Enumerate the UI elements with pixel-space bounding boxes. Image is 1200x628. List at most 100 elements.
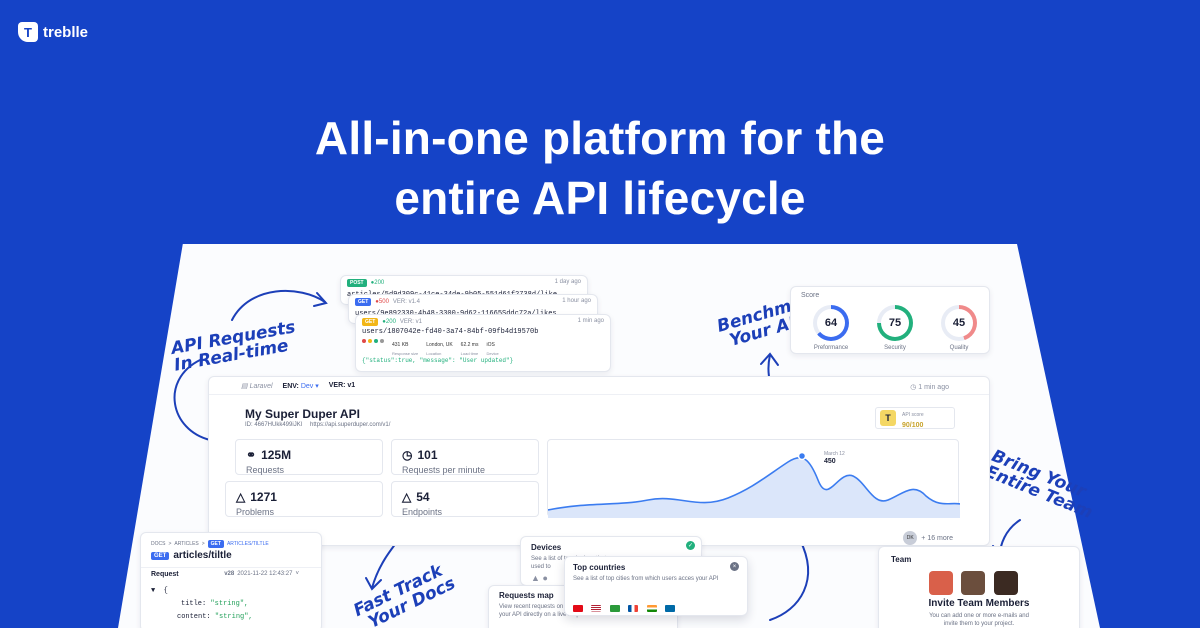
- india-flag-icon: [646, 605, 657, 612]
- score-performance-ring: 64: [813, 305, 849, 341]
- team-avatars[interactable]: DK + 16 more: [903, 531, 953, 545]
- score-quality-label: Quality: [949, 345, 969, 351]
- request-1-time: 1 day ago: [554, 279, 581, 285]
- api-url[interactable]: https://api.superduper.com/v1/: [310, 422, 391, 428]
- brazil-flag-icon: [609, 605, 620, 612]
- docs-title: GET articles/tiltle: [151, 550, 232, 561]
- arrow-realtime-top-head: [313, 292, 328, 307]
- docs-crumb-3[interactable]: ARTICLES/TILTLE: [226, 541, 269, 547]
- chart-tooltip: March 12 450: [824, 450, 845, 466]
- request-3-size: 431 KB Response size: [392, 339, 418, 357]
- stat-endpoints[interactable]: △54 Endpoints: [391, 481, 539, 517]
- collapse-icon[interactable]: ▼: [151, 587, 156, 595]
- arrow-docs-head: [365, 577, 382, 591]
- chart-tooltip-value: 450: [824, 458, 836, 465]
- arrow-map: [769, 539, 810, 621]
- chart-tooltip-date: March 12: [824, 451, 845, 457]
- request-3-time: 1 min ago: [577, 318, 604, 324]
- version-label: VER: v1: [328, 382, 356, 389]
- docs-timestamp: 2021-11-22 12:43:27: [237, 571, 293, 577]
- avatar: [993, 571, 1018, 595]
- docs-code-val-2: "string",: [214, 613, 253, 621]
- request-3-device-label: Device: [486, 351, 499, 356]
- request-2-method: GET: [355, 298, 372, 306]
- api-meta: ID: 4667HUkk499iJKl https://api.superdup…: [245, 422, 390, 428]
- score-quality: 45 Quality: [941, 305, 977, 351]
- stat-endpoints-value: 54: [416, 490, 430, 504]
- request-3-location-value: London, UK: [426, 342, 453, 348]
- api-id: ID: 4667HUkk499iJKl: [245, 422, 303, 428]
- framework-label: ▤ Laravel: [241, 382, 273, 390]
- docs-code-line-1: title: "string",: [151, 598, 253, 611]
- treblle-logo-icon: T: [18, 22, 38, 42]
- score-card: Score 64 Preformance 75 Security 45 Qual…: [790, 286, 990, 354]
- docs-path: articles/tiltle: [173, 550, 232, 561]
- request-3-location: London, UK Location: [426, 339, 452, 357]
- team-card: Team Invite Team Members You can add one…: [878, 546, 1080, 628]
- request-3-status: ●200: [382, 319, 396, 325]
- request-1-status: ●200: [370, 280, 385, 286]
- requests-chart[interactable]: March 12 450: [547, 439, 961, 518]
- requests-chart-area: [548, 457, 960, 518]
- docs-crumb-2[interactable]: ARTICLES: [174, 541, 199, 547]
- api-score-icon: T: [880, 410, 896, 426]
- request-card-3[interactable]: GET ●200 VER: v1 1 min ago users/1807042…: [355, 314, 611, 372]
- stat-requests[interactable]: ⚭125M Requests: [235, 439, 383, 475]
- docs-crumb-1[interactable]: DOCS: [151, 541, 166, 547]
- score-performance: 64 Preformance: [813, 305, 849, 351]
- requests-map-title: Requests map: [499, 591, 554, 600]
- dashboard-header: ▤ Laravel ENV: Dev ▾ VER: v1: [209, 377, 989, 395]
- stat-endpoints-label: Endpoints: [402, 507, 443, 517]
- headline-line-2: entire API lifecycle: [394, 172, 806, 224]
- score-quality-ring: 45: [941, 305, 977, 341]
- api-name: My Super Duper API: [245, 407, 360, 421]
- docs-breadcrumb: DOCS> ARTICLES> GET ARTICLES/TILTLE: [151, 540, 269, 548]
- brand-name: treblle: [43, 23, 89, 41]
- team-badge: DK: [903, 531, 918, 545]
- docs-crumb-method: GET: [207, 540, 224, 548]
- request-3-version: VER: v1: [399, 319, 422, 325]
- stat-problems[interactable]: △1271 Problems: [225, 481, 383, 517]
- request-3-meta: 431 KB Response size London, UK Location…: [362, 339, 499, 357]
- api-score-text: API score 90/100: [902, 408, 924, 429]
- page-headline: All-in-one platform for the entire API l…: [0, 108, 1200, 228]
- docs-version-select[interactable]: v28 2021-11-22 12:43:27 ˅: [224, 571, 299, 577]
- stat-requests-label: Requests: [246, 465, 285, 475]
- request-3-size-label: Response size: [392, 351, 419, 356]
- score-quality-value: 45: [945, 309, 973, 337]
- stat-rpm[interactable]: ◷101 Requests per minute: [391, 439, 539, 475]
- docs-card: DOCS> ARTICLES> GET ARTICLES/TILTLE GET …: [140, 532, 322, 628]
- dashboard-updated-text: 1 min ago: [918, 384, 949, 391]
- clock-icon: ◷: [402, 448, 413, 462]
- request-2-version: VER: v1.4: [392, 299, 420, 305]
- tag-icon: ⚭: [246, 448, 257, 462]
- close-icon[interactable]: ×: [730, 562, 739, 571]
- check-icon: ✓: [686, 541, 695, 550]
- warning-icon: △: [236, 490, 246, 504]
- api-score-badge: T API score 90/100: [875, 407, 955, 429]
- request-2-status: ●500: [375, 299, 389, 305]
- devices-desc-2: used to: [531, 564, 551, 570]
- env-value: Dev: [300, 382, 314, 390]
- requests-map-desc-1: View recent requests on map: [499, 604, 577, 610]
- env-selector[interactable]: ENV: Dev ▾: [283, 382, 319, 390]
- env-label: ENV:: [282, 382, 299, 390]
- treblle-logo[interactable]: T treblle: [18, 22, 88, 42]
- request-3-device-value: iOS: [486, 342, 495, 348]
- headline-line-1: All-in-one platform for the: [314, 112, 886, 164]
- avatar: [961, 571, 986, 595]
- docs-code-val-1: "string",: [210, 600, 249, 608]
- request-3-load-label: Load time: [460, 351, 479, 356]
- score-security-label: Security: [884, 345, 906, 351]
- api-score-label: API score: [902, 411, 924, 418]
- android-icon: ▲: [531, 573, 540, 583]
- request-3-dots: [362, 339, 384, 343]
- arrow-realtime-top: [231, 290, 326, 321]
- invite-desc: You can add one or more e-mails and invi…: [879, 612, 1079, 628]
- stat-problems-label: Problems: [236, 507, 275, 517]
- api-score-value: 90/100: [902, 421, 924, 429]
- invite-title[interactable]: Invite Team Members: [928, 598, 1030, 609]
- stat-rpm-label: Requests per minute: [402, 465, 486, 475]
- request-1-method: POST: [347, 279, 367, 287]
- docs-version: v28: [224, 571, 235, 577]
